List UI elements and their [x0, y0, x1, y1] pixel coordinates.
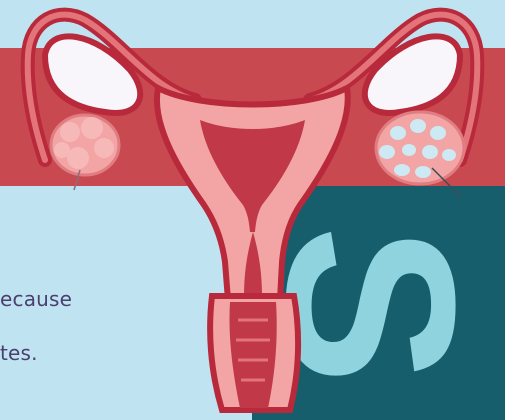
body-text-line-2: tes.	[0, 341, 38, 365]
body-text-line-1: ecause	[0, 287, 72, 311]
